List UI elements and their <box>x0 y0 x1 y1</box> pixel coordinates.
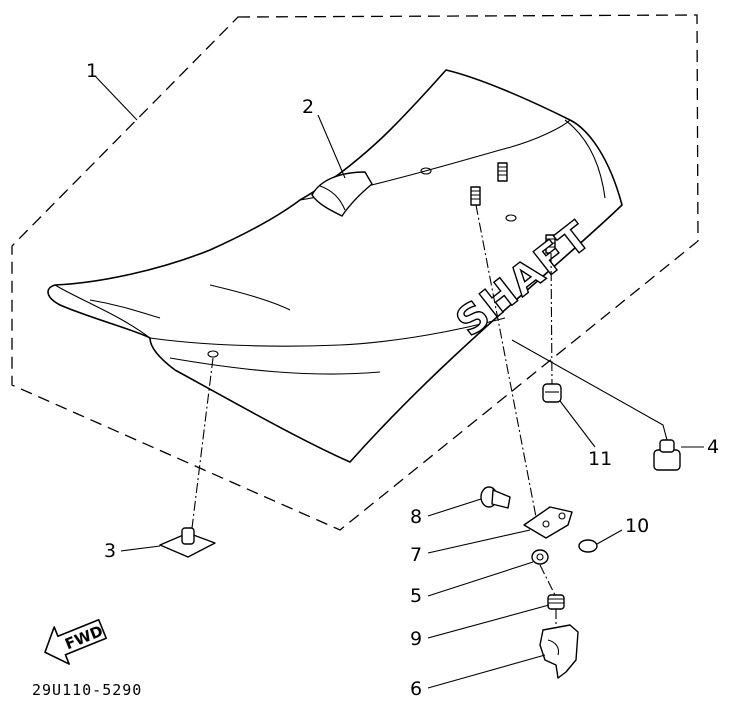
callout-7: 7 <box>410 544 422 566</box>
callout-6: 6 <box>410 678 422 700</box>
leader-line <box>317 114 346 179</box>
lock-hook <box>539 624 579 679</box>
assembly-boundary <box>11 14 699 531</box>
leader-line <box>427 654 546 689</box>
seat-ridge <box>564 119 606 199</box>
nut <box>578 539 598 553</box>
assembly-line <box>539 564 556 596</box>
seat-hole <box>505 214 517 222</box>
leader-line <box>427 561 534 597</box>
seat-assembly: SHAFT <box>47 69 623 463</box>
leader-line <box>427 529 531 554</box>
callout-5: 5 <box>410 585 422 607</box>
fwd-arrow-icon: FWD <box>44 618 108 665</box>
leader-line <box>511 339 668 441</box>
bracket <box>523 506 573 539</box>
seat-surface-line <box>89 299 161 319</box>
seat-stud <box>470 186 481 206</box>
callout-8: 8 <box>410 506 422 528</box>
small-collar <box>531 549 549 565</box>
seat-front-edge <box>149 317 506 347</box>
callout-4: 4 <box>707 436 719 458</box>
callout-1: 1 <box>86 60 98 82</box>
leader-line <box>427 604 550 639</box>
callout-3: 3 <box>104 540 116 562</box>
plate-nut <box>159 527 216 558</box>
callout-9: 9 <box>410 628 422 650</box>
seat-surface-line <box>209 284 291 311</box>
callout-11: 11 <box>588 448 612 470</box>
callout-2: 2 <box>302 96 314 118</box>
leader-line <box>596 529 623 545</box>
seat-strap <box>311 171 373 217</box>
callout-10: 10 <box>625 515 649 537</box>
spring <box>547 594 565 610</box>
drawing-code: 29U110-5290 <box>32 681 142 699</box>
svg-text:FWD: FWD <box>62 622 105 653</box>
collar <box>542 383 562 403</box>
leader-line <box>427 498 482 517</box>
seat-logo-text: SHAFT <box>448 212 601 345</box>
seat-side-crease <box>169 357 381 375</box>
leader-line <box>120 545 161 552</box>
seat-hole <box>420 167 432 175</box>
seat-stud <box>497 162 508 182</box>
leader-line <box>559 400 596 448</box>
damper <box>653 439 681 471</box>
seat-front-lip <box>54 284 151 339</box>
seat-hole <box>207 350 219 358</box>
bolt <box>480 486 511 509</box>
leader-line <box>95 76 138 121</box>
assembly-line <box>191 357 214 529</box>
assembly-line <box>475 204 537 518</box>
seat-stud <box>545 234 556 254</box>
